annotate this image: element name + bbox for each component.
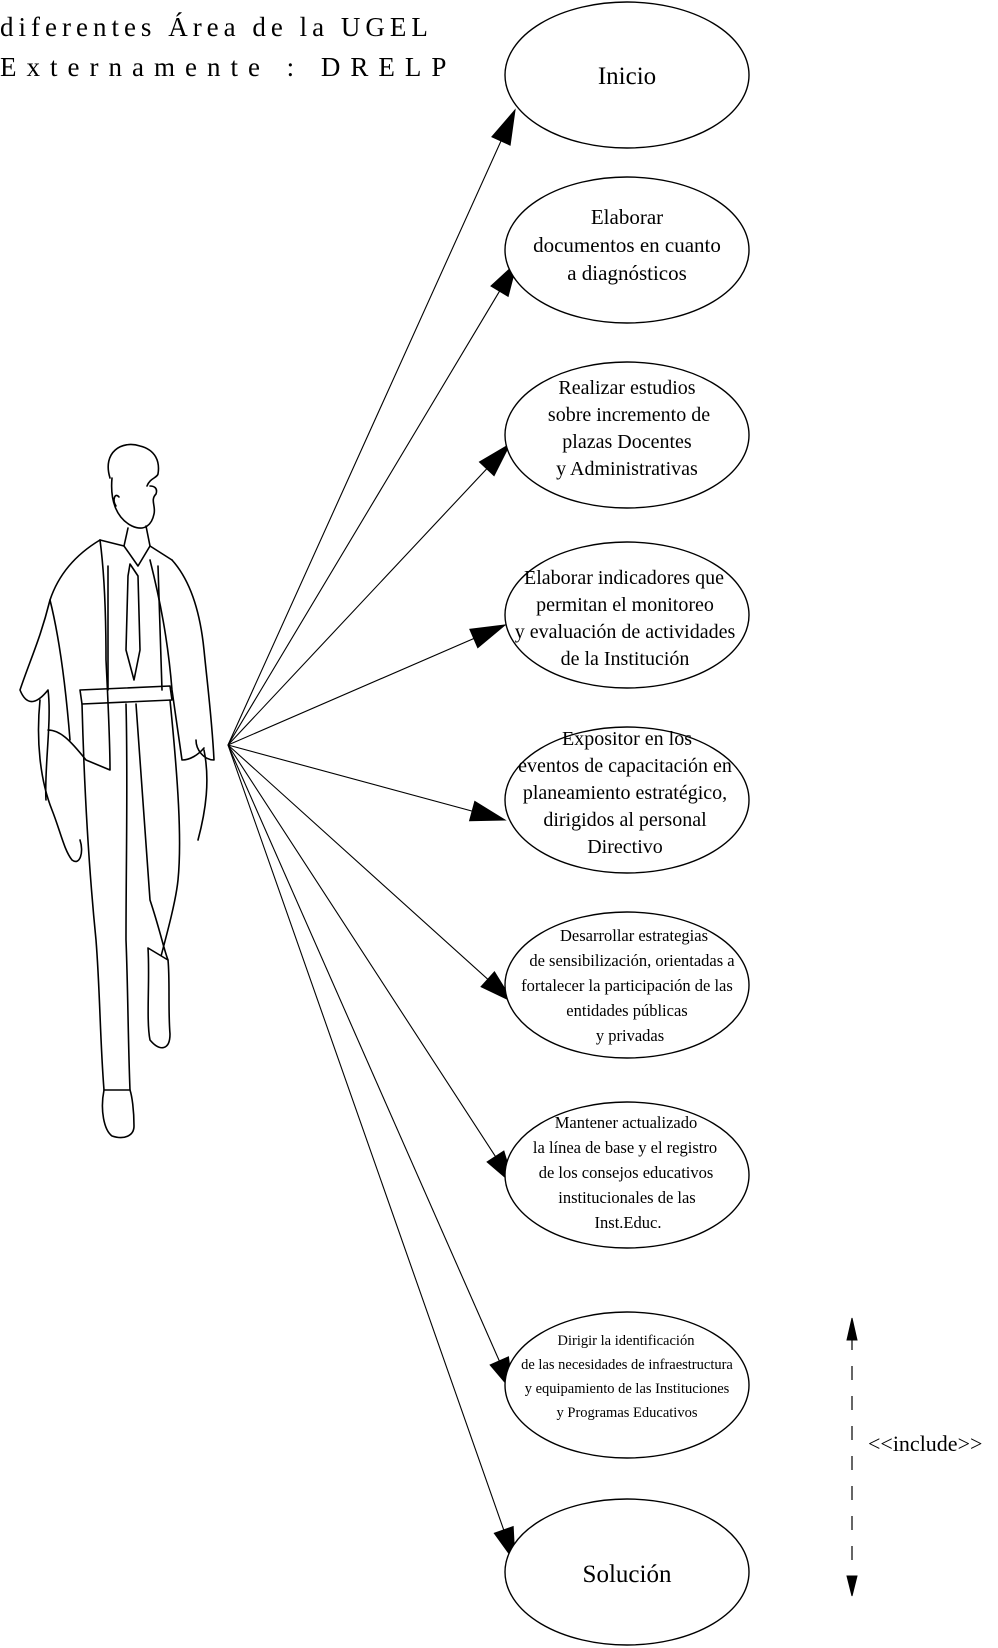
use-case-label-line: planeamiento estratégico, [523, 782, 727, 804]
use-case-realizar-estudios[interactable]: Realizar estudios sobre incremento de pl… [504, 361, 750, 509]
use-case-ellipse [504, 1498, 750, 1646]
use-case-label-line: Elaborar [591, 205, 663, 229]
association-arrowhead-icon [491, 108, 516, 146]
header-line-2: Externamente : DRELP [0, 52, 457, 82]
include-arrow-up-icon [846, 1317, 858, 1341]
use-case-label-line: Dirigir la identificación [558, 1333, 696, 1349]
use-case-label-line: Expositor en los [562, 728, 692, 750]
association-line [227, 624, 506, 746]
association-lines [227, 108, 518, 1564]
use-case-label-line: Mantener actualizado [555, 1113, 697, 1132]
use-case-label-line: Desarrollar estrategias [560, 926, 708, 945]
use-case-label-line: Directivo [587, 836, 663, 858]
use-case-label-line: entidades públicas [566, 1001, 687, 1020]
use-case-ellipse [504, 1311, 750, 1459]
use-case-label-line: Realizar estudios [558, 377, 695, 399]
use-case-inicio[interactable]: Inicio [504, 1, 750, 149]
association-arrowhead-icon [468, 800, 507, 822]
use-case-label-line: y privadas [596, 1026, 664, 1045]
use-case-elaborar-documentos[interactable]: Elaborar documentos en cuanto a diagnóst… [504, 176, 750, 324]
association-line [227, 744, 514, 1393]
use-case-desarrollar-estrategias[interactable]: Desarrollar estrategias de sensibilizaci… [504, 911, 750, 1059]
use-case-label-line: la línea de base y el registro [533, 1138, 717, 1157]
use-case-dirigir-identificacion[interactable]: Dirigir la identificación de las necesid… [504, 1311, 750, 1459]
use-case-ellipse [504, 176, 750, 324]
include-label: <<include>> [868, 1431, 982, 1456]
association-line [227, 744, 506, 821]
use-case-ellipse [504, 361, 750, 509]
use-case-label-line: Solución [583, 1561, 672, 1588]
use-case-ellipse [504, 726, 750, 874]
use-case-label-line: dirigidos al personal [543, 809, 707, 831]
use-case-label-line: de la Institución [561, 648, 690, 670]
use-case-label-line: plazas Docentes [562, 431, 692, 453]
use-case-label-line: de los consejos educativos [539, 1163, 714, 1182]
use-case-ellipse [504, 911, 750, 1059]
use-case-label-line: de sensibilización, orientadas a [529, 951, 735, 970]
use-case-label-line: Inicio [598, 63, 656, 90]
use-case-label-line: y Programas Educativos [557, 1405, 698, 1421]
use-case-elaborar-indicadores[interactable]: Elaborar indicadores que permitan el mon… [504, 541, 750, 689]
use-case-label-line: de las necesidades de infraestructura [521, 1357, 733, 1373]
businessman-figure-icon [19, 443, 215, 1139]
use-case-label-line: Inst.Educ. [595, 1213, 662, 1232]
include-arrow-down-icon [846, 1575, 858, 1597]
use-case-label-line: eventos de capacitación en [518, 755, 732, 777]
association-line [227, 443, 511, 746]
use-case-ellipse [504, 1101, 750, 1249]
association-line [227, 109, 516, 746]
use-case-label-line: sobre incremento de [548, 404, 710, 426]
use-case-label-line: y Administrativas [556, 458, 698, 480]
use-case-mantener-actualizado[interactable]: Mantener actualizado la línea de base y … [504, 1101, 750, 1249]
use-case-label-line: permitan el monitoreo [536, 594, 714, 616]
association-arrowhead-icon [480, 970, 515, 1004]
use-case-label-line: Elaborar indicadores que [524, 567, 724, 589]
association-line [227, 744, 516, 1563]
association-line [227, 744, 514, 1003]
association-line [227, 261, 518, 746]
association-line [227, 744, 515, 1186]
header-line-1: diferentes Área de la UGEL [0, 12, 433, 42]
use-case-solucion[interactable]: Solución [504, 1498, 750, 1646]
association-arrowhead-icon [478, 442, 512, 477]
include-dependency: <<include>> [846, 1317, 982, 1597]
use-case-ellipse [504, 541, 750, 689]
use-case-label-line: fortalecer la participación de las [521, 976, 733, 995]
association-arrowhead-icon [469, 624, 507, 649]
use-case-label-line: documentos en cuanto [533, 233, 721, 257]
use-case-label-line: y equipamiento de las Instituciones [525, 1381, 730, 1397]
use-case-ellipse [504, 1, 750, 149]
use-case-label-line: a diagnósticos [567, 261, 687, 285]
use-case-expositor[interactable]: Expositor en los eventos de capacitación… [504, 726, 750, 874]
use-cases: Inicio Elaborar documentos en cuanto a d… [504, 1, 750, 1646]
use-case-label-line: y evaluación de actividades [515, 621, 736, 643]
use-case-label-line: institucionales de las [558, 1188, 695, 1207]
